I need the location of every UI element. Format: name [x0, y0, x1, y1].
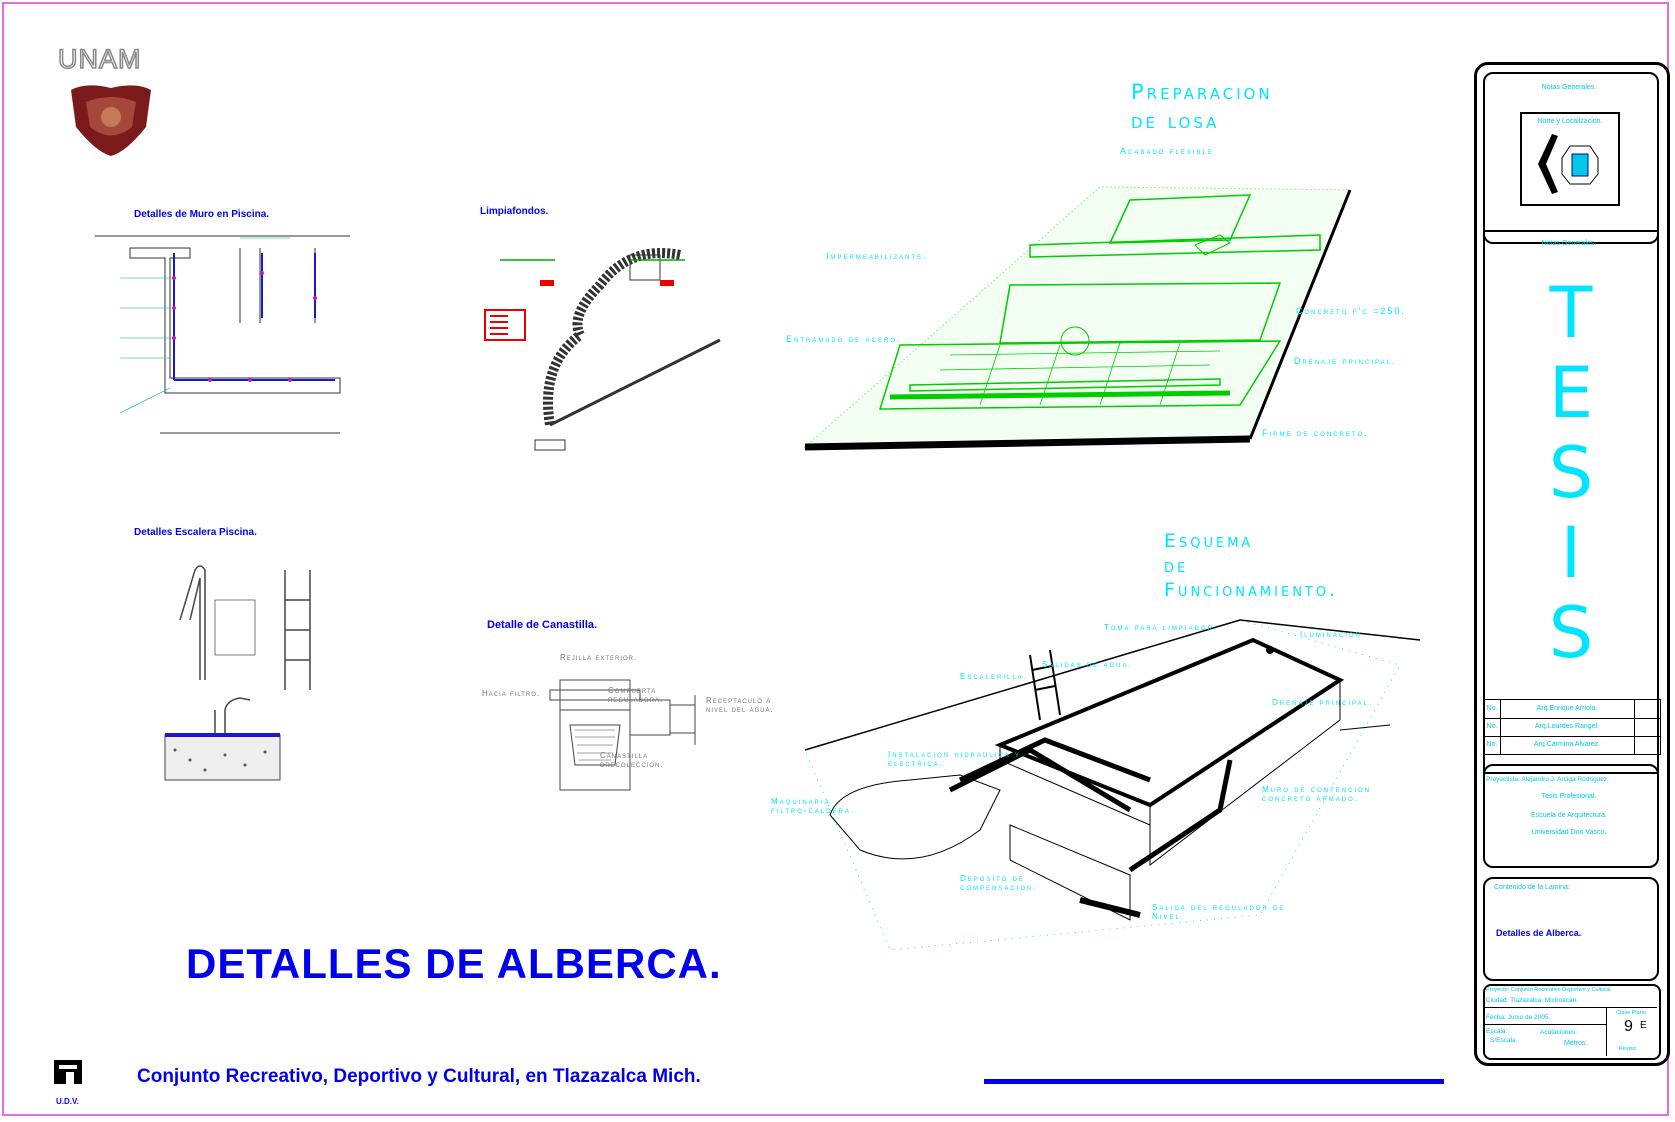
label-drenaje-losa: Drenaje principal.: [1294, 356, 1397, 366]
reviso-label: Reviso:: [1618, 1046, 1638, 1052]
label-escalerilla: Escalerilla.: [960, 672, 1028, 681]
proyectista: Proyectista: Alejandro J. Arciga Rodrigu…: [1486, 776, 1609, 783]
tesis-profesional: Tesis Profesional.: [1541, 793, 1597, 800]
universidad: Universidad Don Vasco.: [1531, 829, 1607, 836]
canastilla-title: Detalle de Canastilla.: [487, 619, 598, 631]
label-toma: Toma para limpiador.: [1104, 623, 1219, 632]
tesis-letter: T: [1549, 272, 1593, 354]
muro-title: Detalles de Muro en Piscina.: [134, 209, 270, 220]
label-salida-regulador: Salida del regulador de Nivel.: [1152, 903, 1286, 921]
label-acabado: Acabado flexible: [1120, 146, 1214, 156]
clave-value: 9: [1624, 1018, 1633, 1035]
label-receptaculo: Receptaculo a nivel del agua.: [706, 696, 774, 714]
ciudad: Ciudad: Tlazazalca, Michoacan.: [1486, 997, 1579, 1004]
reviewers-table: No. No. No. Arq.Enrique Arriola. Arq.Lou…: [1483, 699, 1661, 755]
limpiafondos-drawing: [484, 248, 721, 451]
label-muro-contencion: Muro de contencion concreto armado.: [1262, 785, 1372, 803]
label-concreto: Concreto f'c =250.: [1296, 306, 1406, 316]
limpiafondos-title: Limpiafondos.: [480, 206, 549, 217]
escala-value: S/Escala.: [1490, 1037, 1518, 1044]
unam-logo-text: UNAM: [57, 43, 142, 75]
acotaciones-value: Metros.: [1564, 1040, 1588, 1047]
esquema-title-3: Funcionamiento.: [1164, 579, 1339, 601]
label-entramado: Entramado de acero.: [786, 334, 902, 344]
label-hacia-filtro: Hacia filtro.: [482, 689, 541, 698]
escuela: Escuela de Arquitectura.: [1531, 812, 1607, 819]
notas-generales-2: Notas Generales.: [1541, 240, 1597, 247]
udv-label: U.D.V.: [56, 1097, 79, 1106]
tesis-letter: I: [1560, 512, 1582, 594]
footer-rule: [984, 1079, 1444, 1084]
acotaciones-label: Acotaciones:: [1540, 1029, 1578, 1036]
reviewer-name: Arq.Carmina Alvarez.: [1533, 741, 1601, 748]
contenido-label: Contenido de la Lamina:: [1494, 884, 1570, 891]
escalera-drawing: [164, 565, 311, 781]
clave-suffix: E: [1640, 1020, 1647, 1031]
muro-detail-drawing: [95, 235, 350, 434]
title-block: Notas Generales. Norte y Localizacion. N…: [1474, 62, 1670, 1066]
label-impermeabilizante: Impermeabilizante.: [826, 251, 928, 261]
label-salidas: Salidas de agua.: [1042, 660, 1133, 669]
main-title: DETALLES DE ALBERCA.: [186, 940, 722, 987]
losa-title-1: Preparacion: [1131, 80, 1273, 104]
escala-label: Escala:: [1486, 1028, 1508, 1035]
contenido-value: Detalles de Alberca.: [1496, 928, 1582, 938]
tesis-letter: S: [1548, 432, 1594, 514]
norte-box: Norte y Localizacion.: [1520, 112, 1620, 206]
label-iluminacion: Iluminacion.: [1300, 630, 1367, 639]
esquema-title-1: Esquema: [1164, 530, 1254, 552]
no-label: No.: [1486, 705, 1498, 712]
tesis-letter: E: [1548, 352, 1594, 434]
label-firme: Firme de concreto.: [1262, 428, 1369, 438]
canastilla-drawing: [549, 679, 696, 791]
esquema-drawing: [804, 619, 1420, 951]
reviewer-name: Arq.Enrique Arriola.: [1536, 705, 1598, 712]
losa-drawing: [803, 186, 1352, 451]
proyecto: Proyecto: Conjunto Recreativo Deportivo …: [1486, 987, 1612, 993]
unam-shield-icon: [71, 85, 151, 156]
reviewer-name: Arq.Lourdes Rangel.: [1534, 723, 1600, 730]
losa-title-2: de losa: [1131, 109, 1220, 133]
tesis-letter: S: [1548, 592, 1594, 674]
label-instalacion: Instalacion hidraulica y electrica.: [888, 750, 1021, 768]
fecha: Fecha: Junio de 2005.: [1486, 1014, 1551, 1021]
clave-label: Clave Plano: [1616, 1010, 1646, 1016]
label-drenaje-esquema: Drenaje principal.: [1272, 698, 1374, 707]
label-compuerta: Compuerta reguladora.: [608, 686, 664, 704]
label-canastilla: Canastilla drecoleccion.: [600, 751, 664, 769]
no-label: No.: [1486, 723, 1498, 730]
label-maquinaria: Maquinaria filtro-caldera.: [771, 797, 856, 815]
north-arrow-icon: [1538, 134, 1599, 194]
escalera-title: Detalles Escalera Piscina.: [134, 527, 257, 538]
footer-title: Conjunto Recreativo, Deportivo y Cultura…: [137, 1066, 701, 1087]
esquema-title-2: de: [1164, 555, 1189, 577]
label-rejilla: Rejilla exterior.: [560, 653, 638, 662]
norte-label: Norte y Localizacion.: [1522, 118, 1618, 125]
no-label: No.: [1486, 741, 1498, 748]
label-deposito: Deposito de compensacion.: [960, 874, 1038, 892]
notas-generales-1: Notas Generales.: [1541, 84, 1597, 91]
udv-logo-icon: [54, 1060, 82, 1084]
